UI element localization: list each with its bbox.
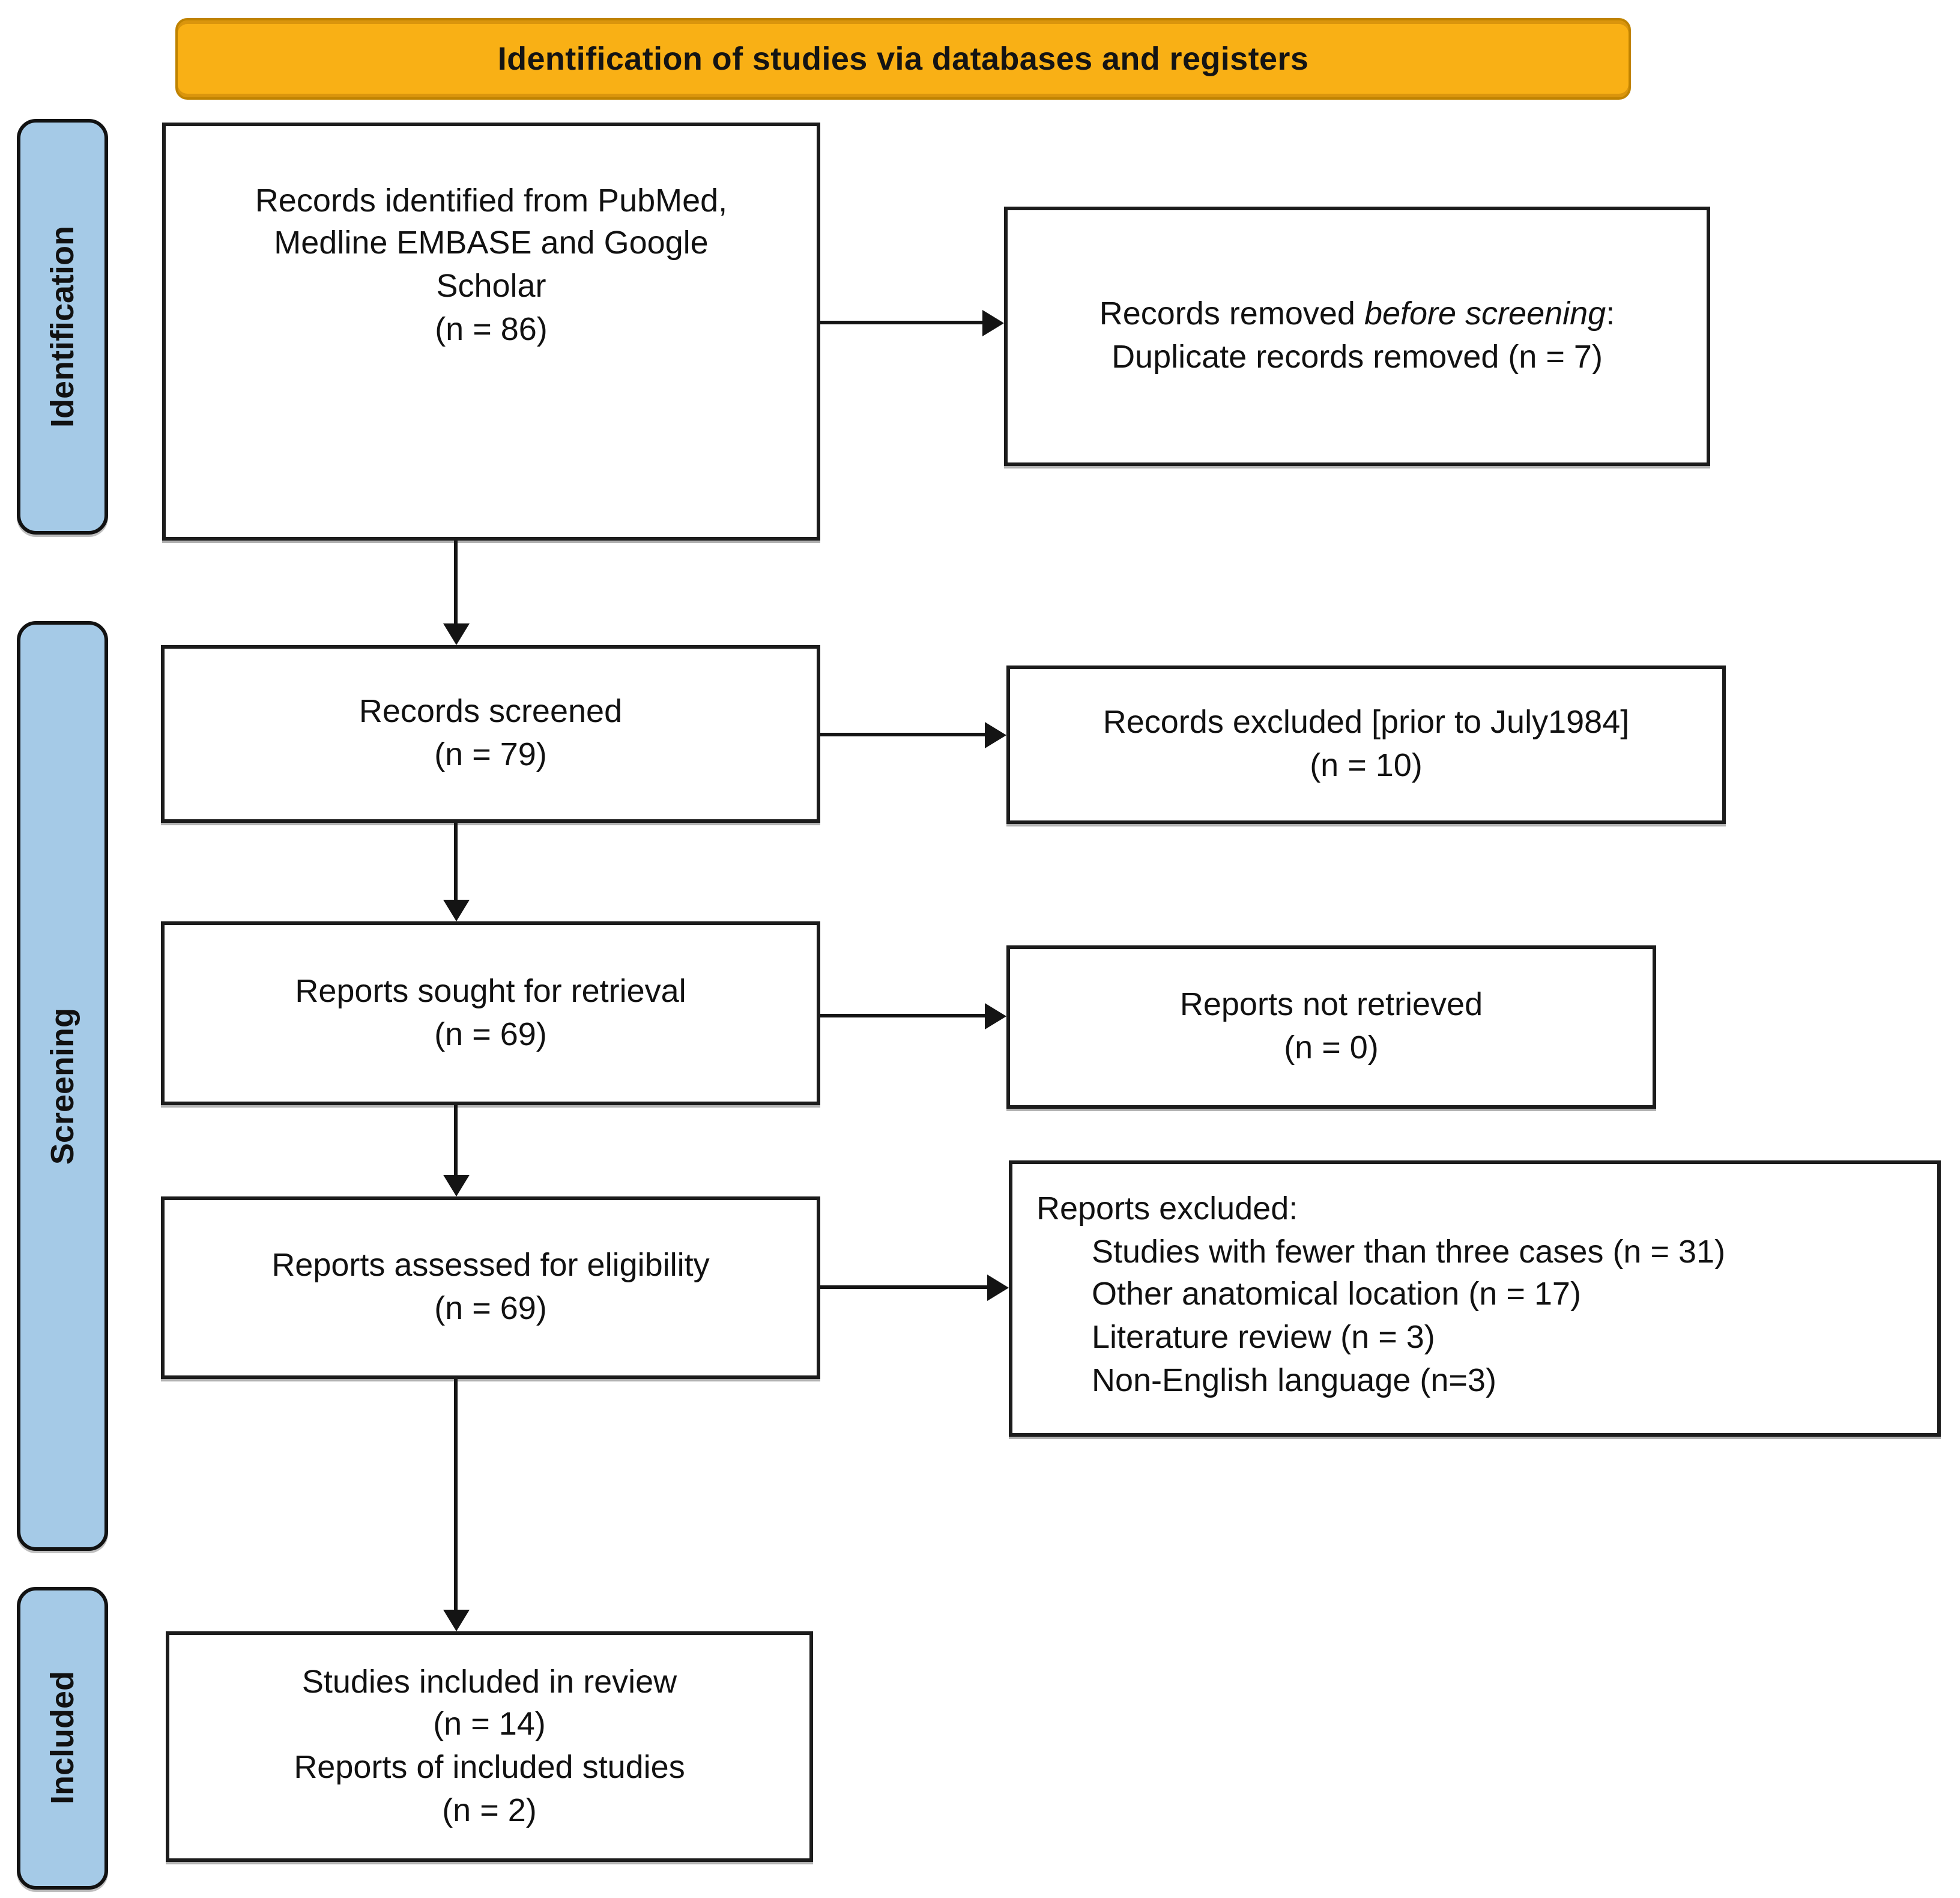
box-studies-included-line2: (n = 14) xyxy=(433,1706,546,1742)
box-records-identified-line2: Medline EMBASE and Google xyxy=(274,225,709,261)
stage-label-screening: Screening xyxy=(44,1007,80,1165)
box-studies-included-line1: Studies included in review xyxy=(301,1663,677,1700)
box-records-excluded-line1: Records excluded [prior to July1984] xyxy=(1102,704,1630,741)
box-reports-excluded-item3: Literature review (n = 3) xyxy=(1092,1318,1435,1355)
box-reports-not-retrieved-line2: (n = 0) xyxy=(1284,1029,1379,1066)
box-records-identified-line1: Records identified from PubMed, xyxy=(255,182,728,219)
records-removed-prefix: Records removed xyxy=(1099,296,1364,332)
title-banner: Identification of studies via databases … xyxy=(175,18,1631,100)
box-reports-excluded-item2: Other anatomical location (n = 17) xyxy=(1092,1276,1581,1312)
box-reports-assessed-line1: Reports assessed for eligibility xyxy=(271,1247,710,1284)
title-banner-label: Identification of studies via databases … xyxy=(497,40,1309,76)
stage-tab-screening: Screening xyxy=(17,621,108,1551)
box-studies-included-line3: Reports of included studies xyxy=(294,1749,685,1785)
box-reports-assessed: Reports assessed for eligibility (n = 69… xyxy=(161,1196,820,1379)
box-records-excluded-line2: (n = 10) xyxy=(1310,747,1423,783)
box-reports-sought-line1: Reports sought for retrieval xyxy=(295,972,686,1009)
box-records-identified-line4: (n = 86) xyxy=(435,311,548,347)
box-records-removed-line2: Duplicate records removed (n = 7) xyxy=(1112,339,1603,375)
stage-tab-identification: Identification xyxy=(17,119,108,535)
box-reports-excluded: Reports excluded: Studies with fewer tha… xyxy=(1009,1160,1941,1437)
box-records-removed: Records removed before screening: Duplic… xyxy=(1004,207,1710,466)
box-studies-included-line4: (n = 2) xyxy=(442,1792,537,1828)
box-reports-excluded-item4: Non-English language (n=3) xyxy=(1092,1362,1496,1398)
box-records-identified: Records identified from PubMed, Medline … xyxy=(162,123,820,541)
stage-label-identification: Identification xyxy=(44,226,80,428)
box-records-screened-line1: Records screened xyxy=(358,693,623,730)
stage-tab-included: Included xyxy=(17,1587,108,1890)
box-records-removed-line1: Records removed before screening: xyxy=(1099,294,1615,336)
records-removed-suffix: : xyxy=(1606,296,1615,332)
box-reports-excluded-title: Reports excluded: xyxy=(1036,1190,1298,1226)
stage-label-included: Included xyxy=(44,1671,80,1805)
box-records-screened-line2: (n = 79) xyxy=(434,736,547,772)
box-reports-excluded-item1: Studies with fewer than three cases (n =… xyxy=(1092,1233,1726,1270)
box-studies-included: Studies included in review (n = 14) Repo… xyxy=(166,1631,813,1862)
box-reports-sought-line2: (n = 69) xyxy=(434,1016,547,1052)
box-records-excluded: Records excluded [prior to July1984] (n … xyxy=(1006,666,1726,824)
records-removed-italic: before screening xyxy=(1364,296,1606,332)
box-reports-assessed-line2: (n = 69) xyxy=(434,1290,547,1326)
box-reports-not-retrieved: Reports not retrieved (n = 0) xyxy=(1006,945,1656,1109)
box-reports-sought: Reports sought for retrieval (n = 69) xyxy=(161,921,820,1105)
box-reports-not-retrieved-line1: Reports not retrieved xyxy=(1179,986,1483,1023)
box-records-screened: Records screened (n = 79) xyxy=(161,645,820,823)
box-records-identified-line3: Scholar xyxy=(436,268,546,304)
